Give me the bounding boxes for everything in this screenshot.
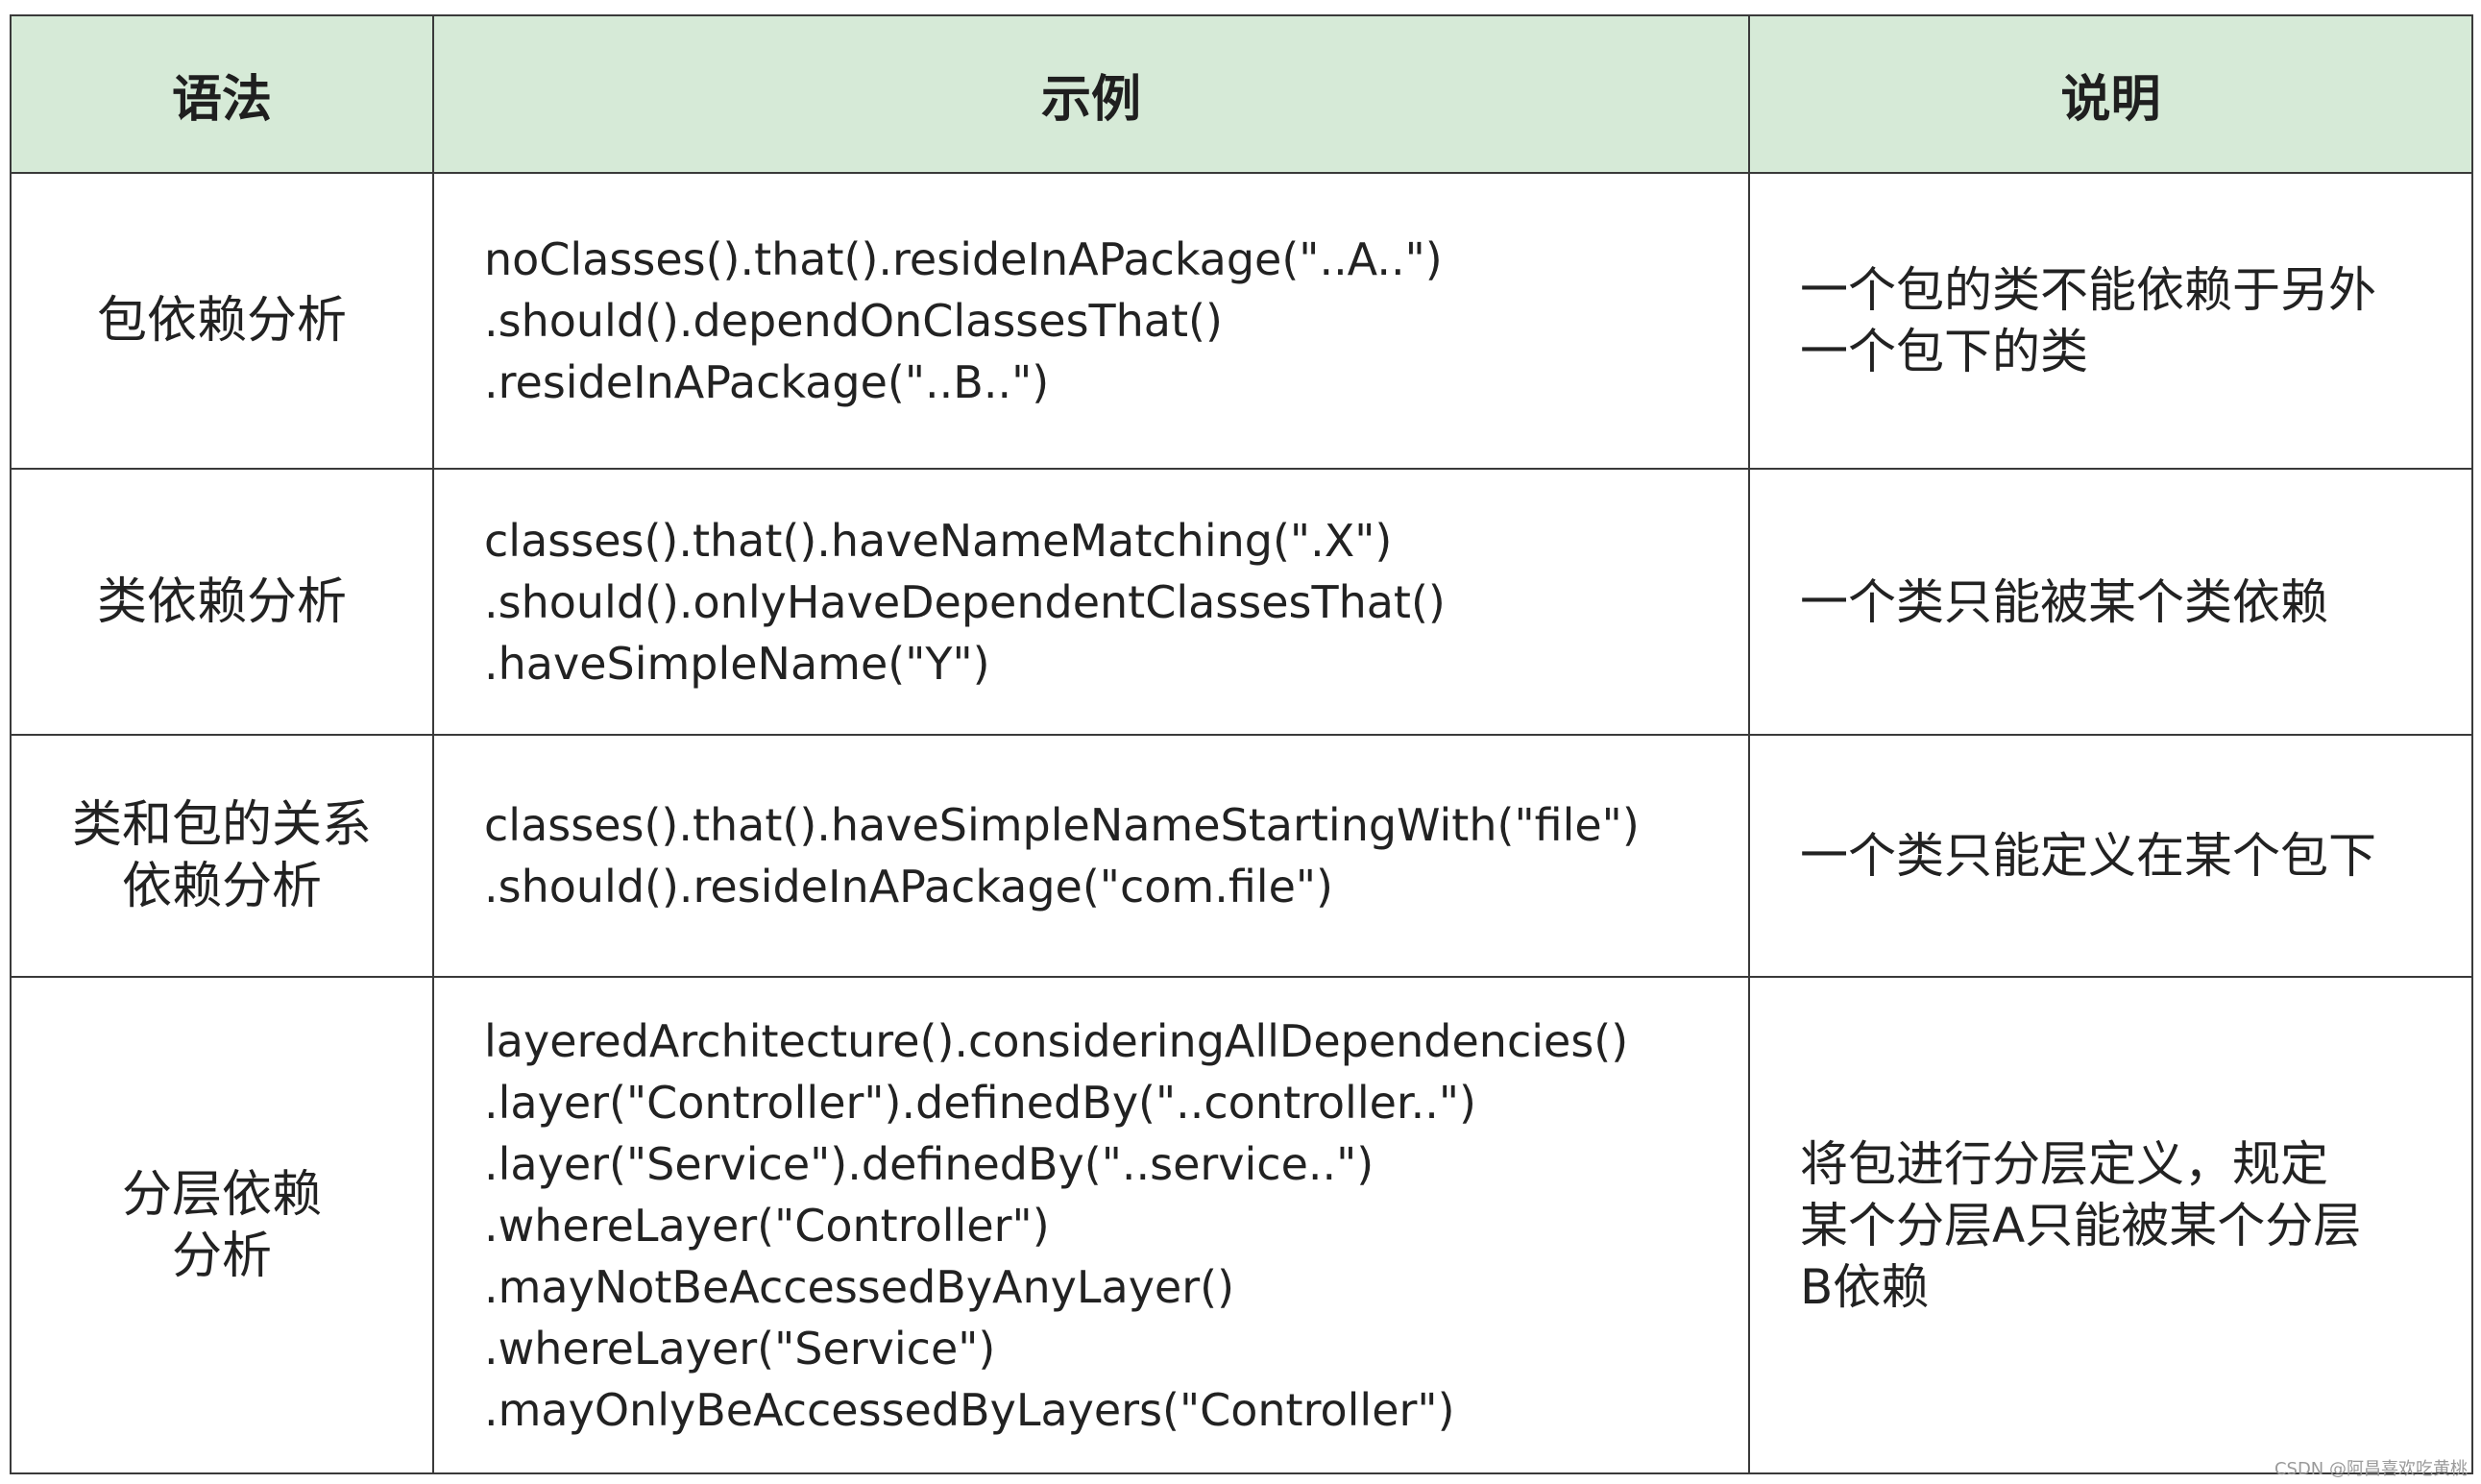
description-line: 一个包下的类 bbox=[1800, 324, 2088, 379]
syntax-table-container: 语法 示例 说明 包依赖分析 noClasses().that().reside… bbox=[10, 14, 2473, 1474]
syntax-cell: 分层依赖 分析 bbox=[10, 976, 434, 1474]
header-example: 示例 bbox=[432, 14, 1750, 174]
header-description: 说明 bbox=[1748, 14, 2473, 174]
syntax-line: 分析 bbox=[171, 1227, 272, 1285]
table-row: 类依赖分析 classes().that().haveNameMatching(… bbox=[10, 468, 2473, 736]
description-cell: 一个类只能定义在某个包下 bbox=[1748, 734, 2473, 978]
example-line: classes().that().haveNameMatching(".X") bbox=[484, 514, 1393, 567]
example-line: noClasses().that().resideInAPackage("..A… bbox=[484, 233, 1443, 285]
syntax-line: 依赖分析 bbox=[121, 858, 322, 915]
example-cell: noClasses().that().resideInAPackage("..A… bbox=[432, 172, 1750, 470]
example-cell: classes().that().haveNameMatching(".X") … bbox=[432, 468, 1750, 736]
syntax-line: 类依赖分析 bbox=[96, 572, 347, 631]
syntax-cell: 类依赖分析 bbox=[10, 468, 434, 736]
example-line: .should().onlyHaveDependentClassesThat() bbox=[484, 575, 1446, 628]
syntax-cell: 包依赖分析 bbox=[10, 172, 434, 470]
table-row: 分层依赖 分析 layeredArchitecture().considerin… bbox=[10, 976, 2473, 1474]
syntax-line: 类和包的关系 bbox=[71, 796, 372, 854]
description-cell: 一个类只能被某个类依赖 bbox=[1748, 468, 2473, 736]
description-cell: 一个包的类不能依赖于另外 一个包下的类 bbox=[1748, 172, 2473, 470]
example-line: .haveSimpleName("Y") bbox=[484, 637, 990, 690]
description-line: 一个包的类不能依赖于另外 bbox=[1800, 262, 2376, 318]
example-line: .mayNotBeAccessedByAnyLayer() bbox=[484, 1260, 1235, 1313]
header-syntax: 语法 bbox=[10, 14, 434, 174]
description-line: 一个类只能被某个类依赖 bbox=[1800, 573, 2328, 630]
example-line: layeredArchitecture().consideringAllDepe… bbox=[484, 1014, 1629, 1067]
example-line: .whereLayer("Controller") bbox=[484, 1199, 1050, 1252]
example-cell: classes().that().haveSimpleNameStartingW… bbox=[432, 734, 1750, 978]
syntax-table: 语法 示例 说明 包依赖分析 noClasses().that().reside… bbox=[10, 14, 2473, 1474]
description-line: 一个类只能定义在某个包下 bbox=[1800, 828, 2376, 884]
syntax-cell: 类和包的关系 依赖分析 bbox=[10, 734, 434, 978]
example-line: .should().resideInAPackage("com.file") bbox=[484, 861, 1333, 912]
description-line: 某个分层A只能被某个分层 bbox=[1800, 1197, 2362, 1253]
example-line: .layer("Controller").definedBy("..contro… bbox=[484, 1076, 1476, 1129]
example-line: classes().that().haveSimpleNameStartingW… bbox=[484, 799, 1640, 851]
example-line: .should().dependOnClassesThat() bbox=[484, 295, 1223, 347]
description-line: B依赖 bbox=[1800, 1258, 1930, 1315]
table-row: 包依赖分析 noClasses().that().resideInAPackag… bbox=[10, 172, 2473, 470]
description-cell: 将包进行分层定义，规定 某个分层A只能被某个分层 B依赖 bbox=[1748, 976, 2473, 1474]
table-header-row: 语法 示例 说明 bbox=[10, 14, 2473, 174]
syntax-line: 分层依赖 bbox=[121, 1165, 322, 1224]
example-cell: layeredArchitecture().consideringAllDepe… bbox=[432, 976, 1750, 1474]
table-row: 类和包的关系 依赖分析 classes().that().haveSimpleN… bbox=[10, 734, 2473, 978]
example-line: .resideInAPackage("..B..") bbox=[484, 356, 1050, 408]
example-line: .whereLayer("Service") bbox=[484, 1322, 996, 1375]
example-line: .mayOnlyBeAccessedByLayers("Controller") bbox=[484, 1383, 1455, 1436]
watermark: CSDN @阿昌喜欢吃黄桃 bbox=[2274, 1459, 2468, 1479]
example-line: .layer("Service").definedBy("..service..… bbox=[484, 1137, 1374, 1190]
syntax-line: 包依赖分析 bbox=[96, 292, 347, 350]
description-line: 将包进行分层定义，规定 bbox=[1800, 1135, 2328, 1192]
